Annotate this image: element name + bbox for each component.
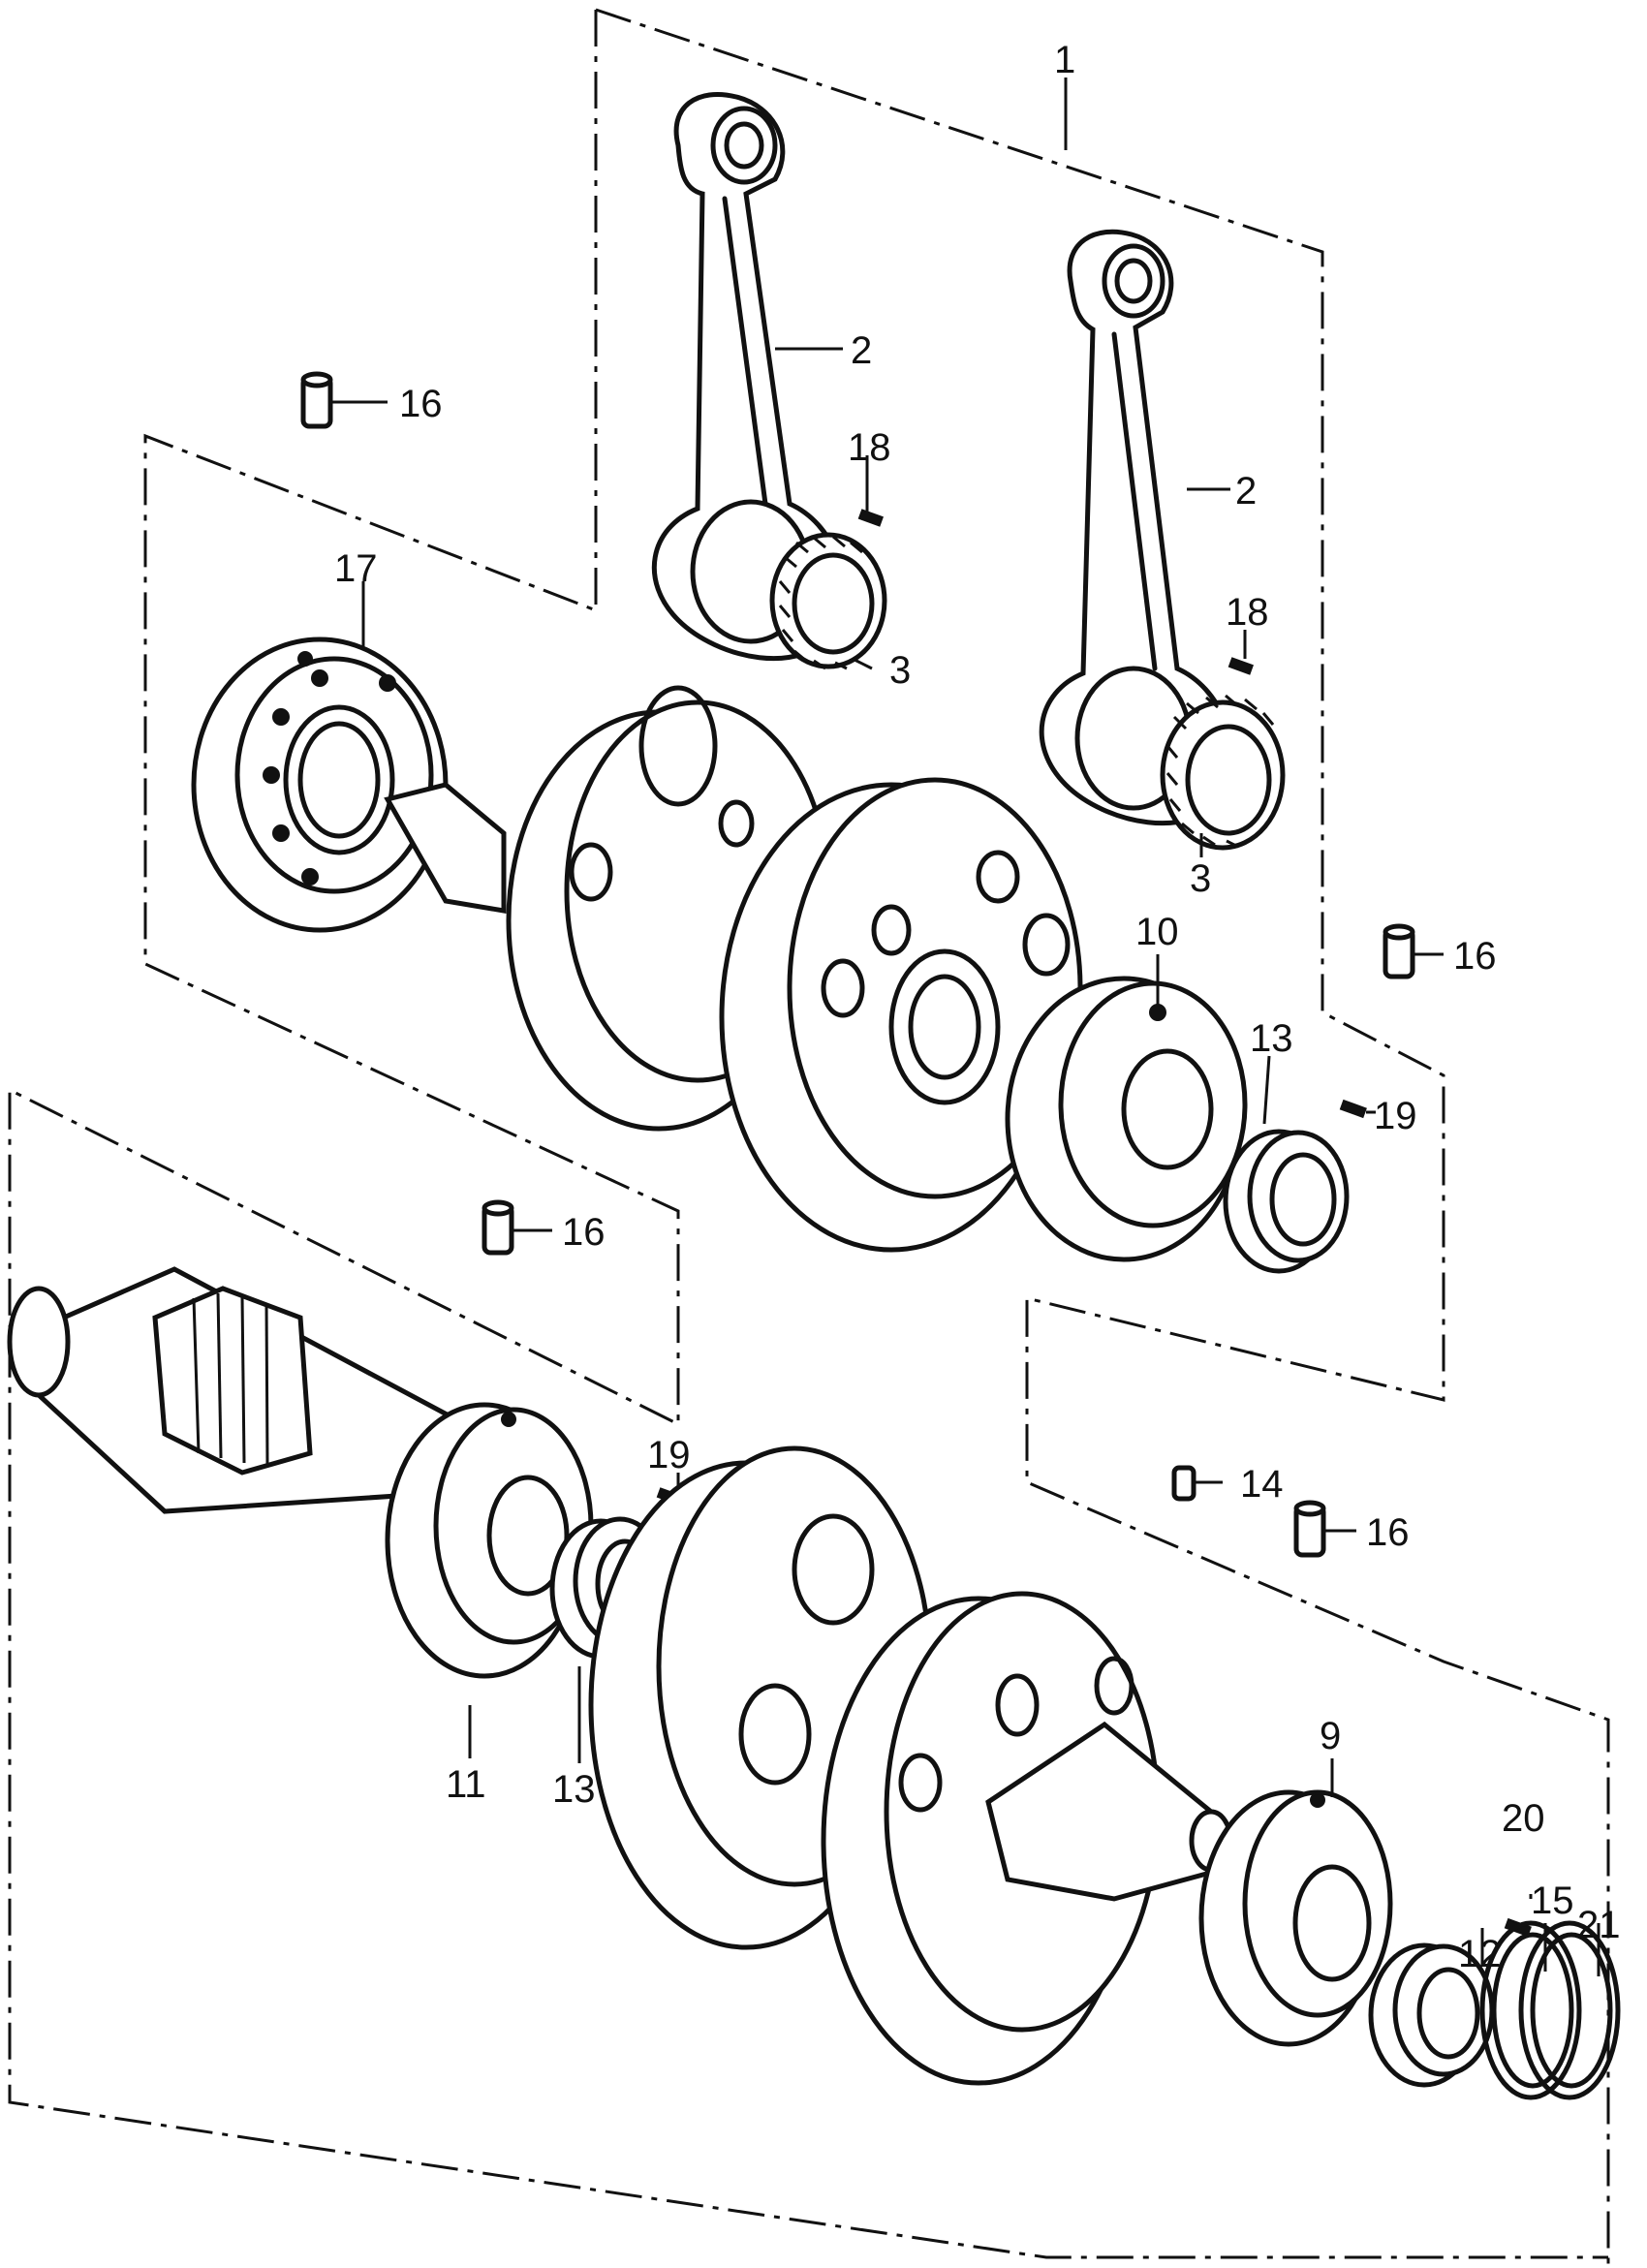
callout-3a: 3 <box>889 649 911 692</box>
callout-3b: 3 <box>1190 857 1211 900</box>
callout-15: 15 <box>1531 1880 1574 1922</box>
leader-lines <box>329 78 1600 1976</box>
callout-13a: 13 <box>1250 1017 1293 1060</box>
callout-21: 21 <box>1577 1904 1621 1946</box>
callout-12: 12 <box>1458 1933 1502 1975</box>
callout-10: 10 <box>1135 911 1179 953</box>
ball-bearing-17 <box>191 637 449 933</box>
collar-10 <box>1005 976 1248 1262</box>
callout-18b: 18 <box>1226 591 1269 634</box>
dowel-pin-16d <box>1293 1500 1326 1558</box>
callout-16a: 16 <box>399 383 443 425</box>
callout-13b: 13 <box>552 1768 596 1811</box>
callout-2a: 2 <box>851 329 872 372</box>
collar-9 <box>1198 1789 1393 2047</box>
assembly-boundaries <box>8 8 1610 2267</box>
dowel-pin-14 <box>1171 1465 1196 1502</box>
callout-2b: 2 <box>1235 470 1257 513</box>
callout-16d: 16 <box>1366 1511 1410 1554</box>
circlip-21 <box>1518 1920 1621 2100</box>
callout-19a: 19 <box>1374 1095 1417 1137</box>
callout-14: 14 <box>1240 1463 1284 1506</box>
needle-bearing-13-upper <box>1223 1099 1367 1274</box>
connecting-rod-right <box>1039 229 1286 851</box>
callout-9: 9 <box>1320 1715 1341 1757</box>
callout-1: 1 <box>1054 39 1075 81</box>
callout-17: 17 <box>334 547 378 590</box>
callouts: 1 2 2 3 3 9 10 11 12 13 13 14 15 16 16 1… <box>334 39 1621 1975</box>
dowel-pin-16a <box>300 371 333 429</box>
connecting-rod-left <box>651 91 887 670</box>
lower-shaft <box>7 1266 468 1514</box>
callout-16b: 16 <box>1453 935 1497 978</box>
callout-20: 20 <box>1502 1797 1545 1840</box>
collar-11 <box>385 1402 594 1679</box>
dowel-pin-16b <box>1383 923 1415 979</box>
callout-19b: 19 <box>647 1434 691 1476</box>
callout-16c: 16 <box>562 1211 606 1254</box>
callout-11: 11 <box>446 1763 486 1806</box>
needle-bearing-12 <box>1368 1942 1495 2088</box>
thrust-ring-15 <box>1479 1920 1582 2100</box>
callout-18a: 18 <box>848 426 891 469</box>
dowel-pin-16c <box>482 1199 514 1256</box>
